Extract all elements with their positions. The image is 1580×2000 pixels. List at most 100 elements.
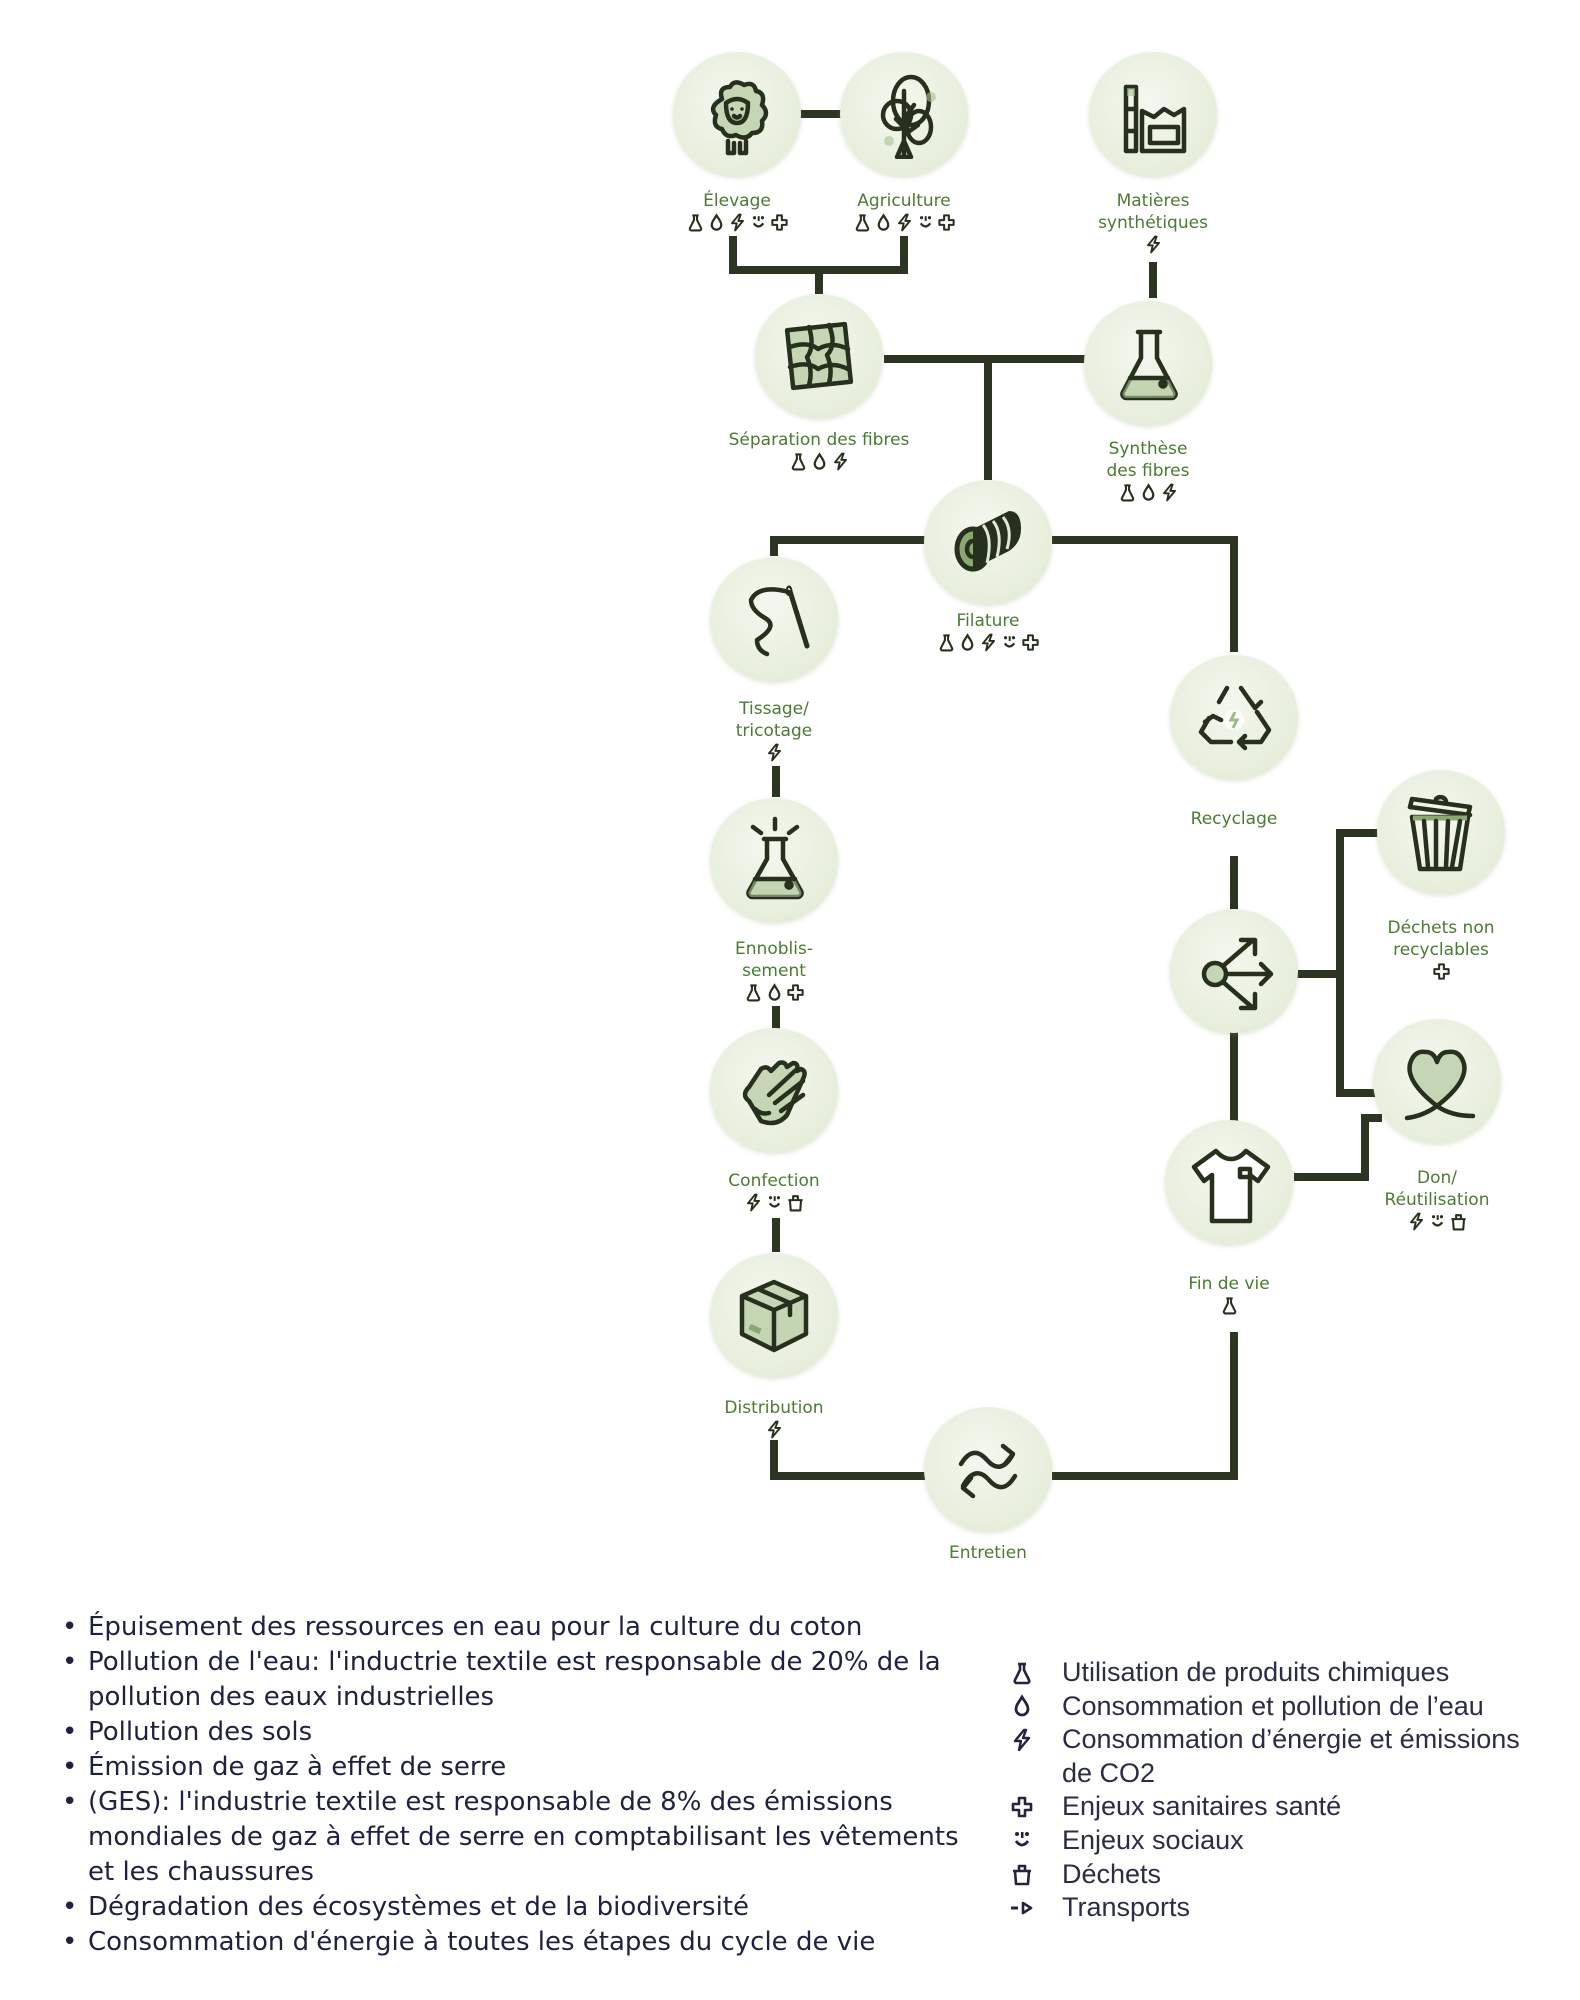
- node-label: Élevage: [617, 190, 857, 212]
- legend-item-flask: Utilisation de produits chimiques: [1010, 1656, 1522, 1690]
- node-label-line: Tissage/: [739, 699, 809, 719]
- node-impacts: [699, 452, 939, 474]
- legend-icon: [1010, 1656, 1062, 1689]
- needle-icon: [748, 585, 810, 657]
- connector-split-branches: [1296, 829, 1380, 1097]
- health-cross-icon: [1010, 1795, 1034, 1819]
- social-face-icon: [765, 1193, 784, 1212]
- node-label-line: Synthèse: [1108, 439, 1188, 459]
- bullet-item: Consommation d'énergie à toutes les étap…: [62, 1925, 962, 1960]
- node-label-line: Filature: [956, 611, 1020, 631]
- node-circle: [710, 1028, 838, 1152]
- social-face-icon: [1428, 1212, 1447, 1231]
- node-label-line: Déchets non: [1387, 918, 1495, 938]
- node-label-line: Élevage: [703, 191, 771, 211]
- energy-bolt-icon: [1010, 1728, 1034, 1752]
- chemicals-flask-icon: [1118, 483, 1137, 502]
- node-label-line: recyclables: [1393, 940, 1489, 960]
- node-label: Recyclage: [1114, 808, 1354, 830]
- tree-icon: [880, 74, 936, 159]
- heart-icon: [1404, 1049, 1476, 1121]
- node-label-line: Fin de vie: [1188, 1274, 1270, 1294]
- node-label-line: Ennoblis-: [735, 939, 813, 959]
- node-label: Distribution: [654, 1397, 894, 1419]
- energy-bolt-icon: [1407, 1212, 1426, 1231]
- node-impacts: [654, 1193, 894, 1215]
- node-circle: [710, 798, 838, 922]
- connector-distribution-entretien: [770, 1440, 926, 1480]
- legend-icon: [1010, 1858, 1062, 1891]
- node-circle: [1373, 1019, 1501, 1143]
- node-circle: [1084, 301, 1212, 425]
- node-circle: [1170, 655, 1298, 779]
- health-cross-icon: [786, 983, 805, 1002]
- node-label: Tissage/tricotage: [654, 698, 894, 742]
- node-label-line: synthétiques: [1098, 213, 1208, 233]
- social-face-icon: [749, 213, 768, 232]
- health-cross-icon: [1021, 633, 1040, 652]
- legend-item-social: Enjeux sociaux: [1010, 1824, 1522, 1858]
- node-impacts: [1028, 483, 1268, 505]
- node-circle: [1170, 909, 1298, 1033]
- health-cross-icon: [1432, 962, 1451, 981]
- legend-icon: [1010, 1824, 1062, 1857]
- node-impacts: [784, 213, 1024, 235]
- legend-icon: [1010, 1891, 1062, 1924]
- node-label: Confection: [654, 1170, 894, 1192]
- bullet-item: Pollution des sols: [62, 1715, 962, 1750]
- bullet-item: Émission de gaz à effet de serre: [62, 1750, 962, 1785]
- legend-item-drop: Consommation et pollution de l’eau: [1010, 1690, 1522, 1724]
- energy-bolt-icon: [765, 1420, 784, 1439]
- chemicals-flask-icon: [1220, 1296, 1239, 1315]
- sheep-icon: [710, 80, 769, 156]
- connector-separation-synthese-filature: [884, 355, 1086, 480]
- legend-label: Utilisation de produits chimiques: [1062, 1657, 1450, 1687]
- spool-icon: [954, 511, 1021, 572]
- legend-label: Enjeux sociaux: [1062, 1824, 1244, 1855]
- node-label: Ennoblis-sement: [654, 938, 894, 982]
- social-face-icon: [916, 213, 935, 232]
- node-impacts: [1109, 1296, 1349, 1318]
- node-label-line: Agriculture: [857, 191, 951, 211]
- water-drop-icon: [874, 213, 893, 232]
- waste-bin-icon: [1449, 1212, 1468, 1231]
- node-impacts: [654, 743, 894, 765]
- trash-icon: [1407, 794, 1473, 872]
- legend-label: Enjeux sanitaires santé: [1062, 1791, 1342, 1822]
- bullet-item: Dégradation des écosystèmes et de la bio…: [62, 1890, 962, 1925]
- node-impacts: [654, 983, 894, 1005]
- node-label-line: Don/: [1417, 1168, 1457, 1188]
- legend-label: Transports: [1062, 1892, 1191, 1923]
- node-label: Fin de vie: [1109, 1273, 1349, 1295]
- cycle-arrows-icon: [958, 1443, 1018, 1499]
- node-circle: [1089, 52, 1217, 176]
- node-label-line: des fibres: [1106, 461, 1190, 481]
- chemicals-flask-icon: [853, 213, 872, 232]
- node-label: Filature: [868, 610, 1108, 632]
- bullet-item: Pollution de l'eau: l'inductrie textile …: [62, 1645, 962, 1715]
- waste-bin-icon: [786, 1193, 805, 1212]
- node-label-line: Distribution: [724, 1398, 824, 1418]
- node-impacts: [1321, 962, 1561, 984]
- connector-raw-to-separation: [729, 236, 908, 294]
- node-label: Don/Réutilisation: [1317, 1167, 1557, 1211]
- legend-item-plus: Enjeux sanitaires santé: [1010, 1790, 1522, 1824]
- energy-bolt-icon: [979, 633, 998, 652]
- node-circle: [924, 1407, 1052, 1531]
- chemicals-flask-icon: [1010, 1661, 1034, 1685]
- connector-entretien-findevie: [1052, 1332, 1238, 1480]
- node-label: Agriculture: [784, 190, 1024, 212]
- legend-label: Consommation d’énergie et émissions de C…: [1062, 1724, 1520, 1788]
- water-drop-icon: [810, 452, 829, 471]
- social-face-icon: [1000, 633, 1019, 652]
- water-drop-icon: [765, 983, 784, 1002]
- impact-bullet-list: Épuisement des ressources en eau pour la…: [62, 1610, 962, 1960]
- waste-bin-icon: [1010, 1862, 1034, 1886]
- water-drop-icon: [707, 213, 726, 232]
- flask-icon: [1120, 329, 1178, 401]
- node-label-line: Entretien: [949, 1543, 1027, 1563]
